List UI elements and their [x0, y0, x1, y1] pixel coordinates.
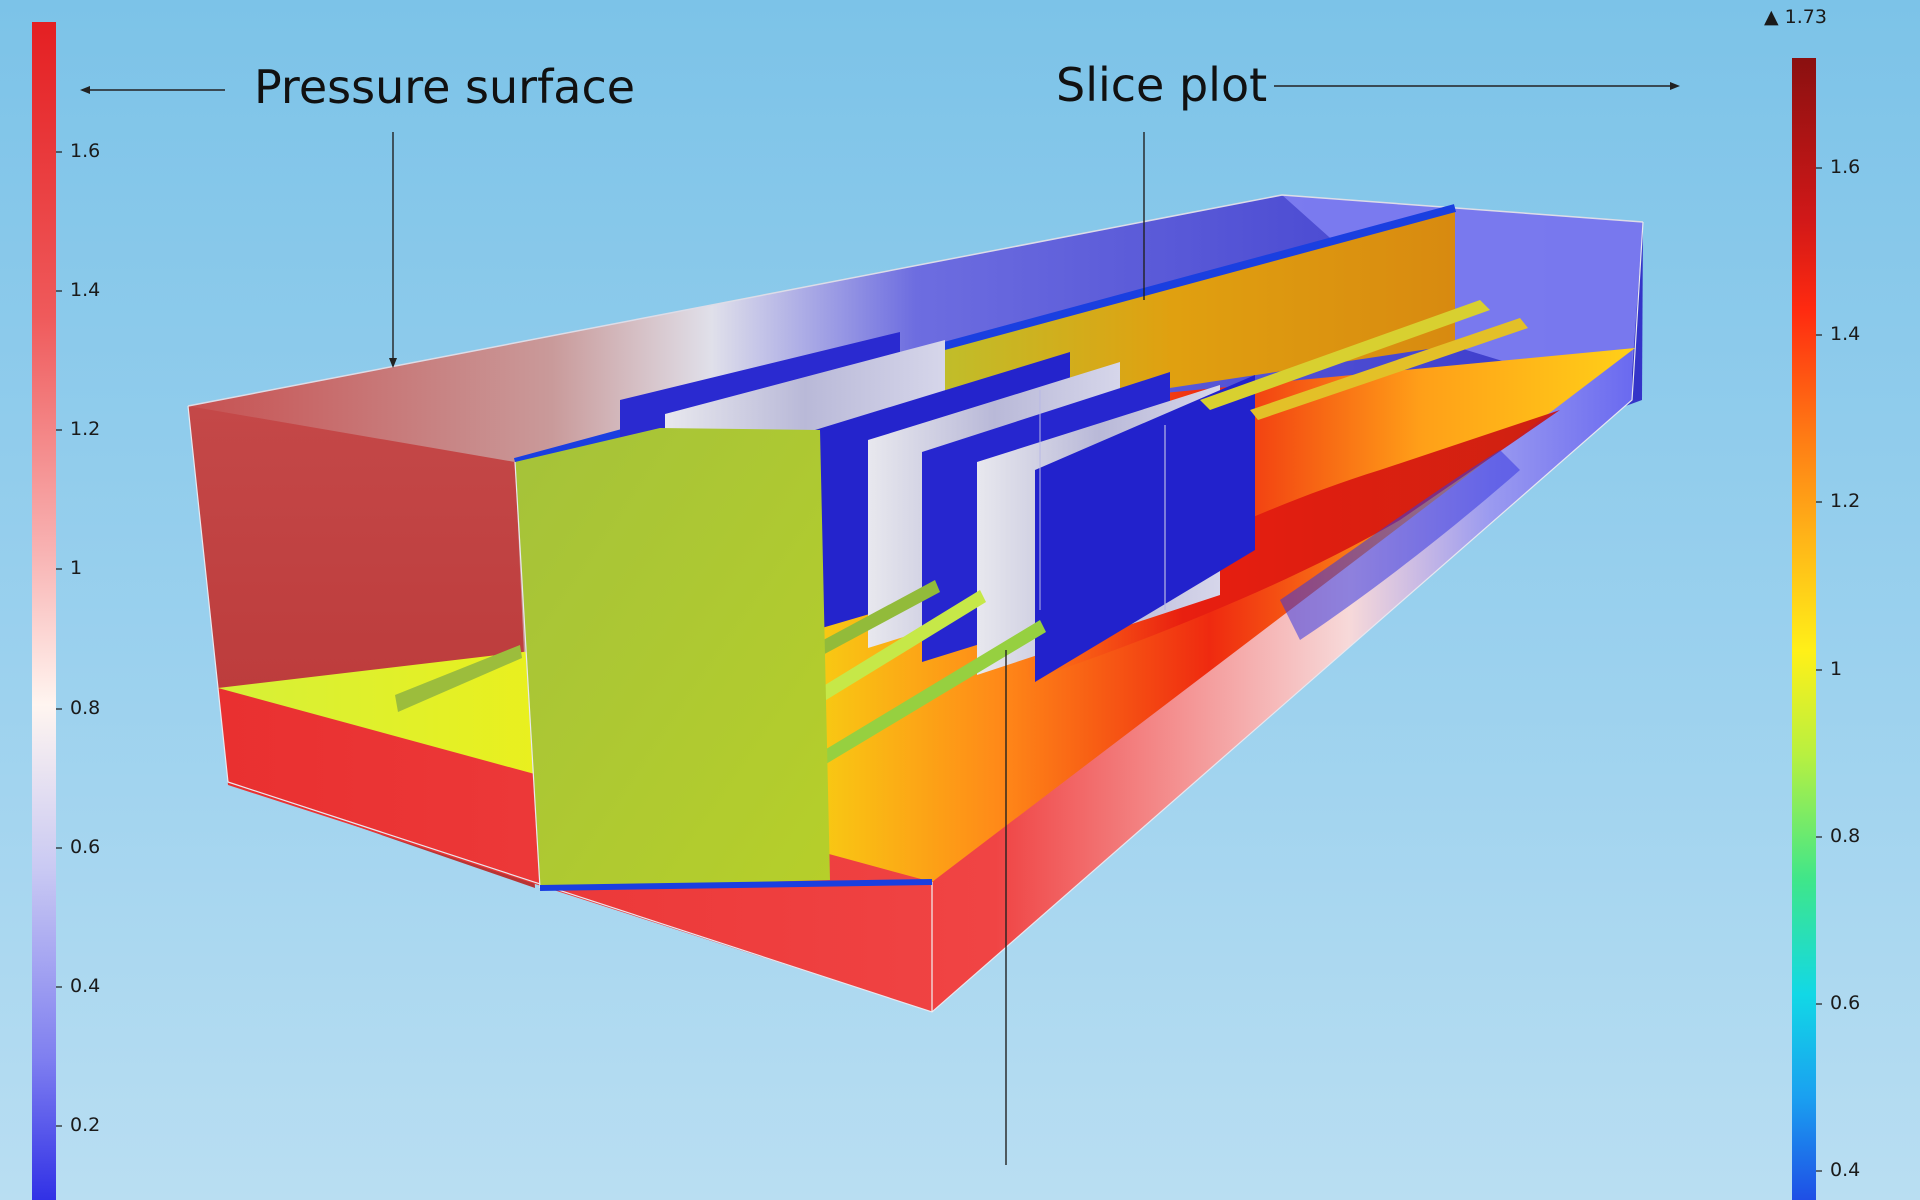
right-tick-label: 1.6: [1830, 156, 1861, 178]
blue-shadow-region: [1280, 450, 1520, 640]
left-tick-label: 0.2: [70, 1114, 101, 1136]
annotation-leaders: [80, 82, 1680, 1165]
right-tick-label: 1.4: [1830, 323, 1861, 345]
right-tick-label: 1.2: [1830, 490, 1861, 512]
vertical-slice-plot-front: [515, 428, 830, 888]
left-tick-label: 1.6: [70, 140, 101, 162]
left-tick-label: 1.2: [70, 418, 101, 440]
left-tick-label: 0.4: [70, 975, 101, 997]
left-tick-label: 0.8: [70, 697, 101, 719]
right-tick-label: 0.4: [1830, 1159, 1861, 1181]
right-colorbar-max-marker: ▲ 1.73: [1764, 6, 1827, 28]
fin-5: [1035, 375, 1255, 682]
pressure-surface-label: Pressure surface: [254, 60, 636, 114]
right-tick-label: 0.8: [1830, 825, 1861, 847]
right-tick-label: 0.6: [1830, 992, 1861, 1014]
left-colorbar: [32, 22, 62, 1200]
left-tick-label: 1.4: [70, 279, 101, 301]
slice-plot-label: Slice plot: [1056, 58, 1268, 112]
left-tick-label: 1: [70, 557, 83, 579]
right-tick-label: 1: [1830, 658, 1843, 680]
right-colorbar: [1792, 58, 1822, 1200]
left-tick-label: 0.6: [70, 836, 101, 858]
